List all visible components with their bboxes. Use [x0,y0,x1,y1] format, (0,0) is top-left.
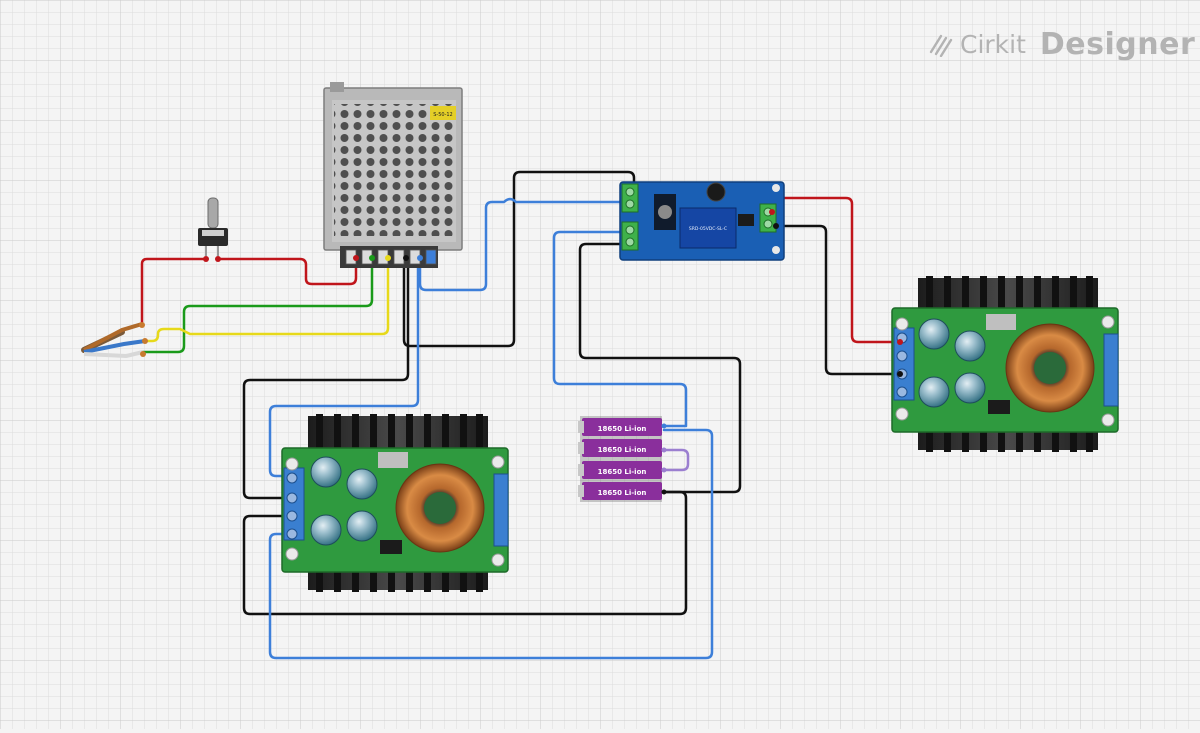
wire-purple-battery-jumper [662,448,690,472]
battery-label: 18650 Li-ion [598,425,647,433]
wire-blue-relay-battery [552,230,688,428]
battery-cell[interactable]: 18650 Li-ion [578,461,662,479]
wire-black-relay-battery [578,242,742,494]
psu-label: S-50-12 [433,112,453,118]
cirkit-designer-logo: Cirkit Designer [928,26,1195,62]
buck-converter-left[interactable] [281,414,509,592]
battery-cell[interactable]: 18650 Li-ion [578,482,662,500]
wire-red-switch-mains [140,257,208,327]
wire-yellow-neutral [143,256,390,343]
battery-label: 18650 Li-ion [598,489,647,497]
brand-word-designer: Designer [1039,26,1196,62]
power-supply[interactable]: S-50-12 [323,82,463,268]
relay-module[interactable]: SRD-05VDC-SL-C [619,181,785,261]
cirkit-logo-icon [929,34,953,57]
battery-cell[interactable]: 18650 Li-ion [578,439,662,457]
buck-converter-right[interactable] [891,276,1119,452]
battery-label: 18650 Li-ion [598,468,647,476]
wire-green-earth [141,256,374,354]
mains-cable[interactable] [81,322,148,359]
toggle-switch[interactable] [198,197,228,262]
battery-pack[interactable]: 18650 Li-ion 18650 Li-ion 18650 Li-ion 1… [578,416,667,502]
wire-black-battery-loop [242,490,688,616]
brand-word-cirkit: Cirkit [960,29,1026,59]
wire-blue-battery-loop [268,428,714,660]
battery-cell[interactable]: 18650 Li-ion [578,418,662,436]
wire-black-relay-right-buck [774,224,902,376]
relay-label: SRD-05VDC-SL-C [689,226,727,232]
wire-red-switch-psu [216,256,358,286]
battery-label: 18650 Li-ion [598,446,647,454]
wire-blue-psu-left-buck [268,256,420,478]
wire-black-psu-left-buck [242,256,410,500]
